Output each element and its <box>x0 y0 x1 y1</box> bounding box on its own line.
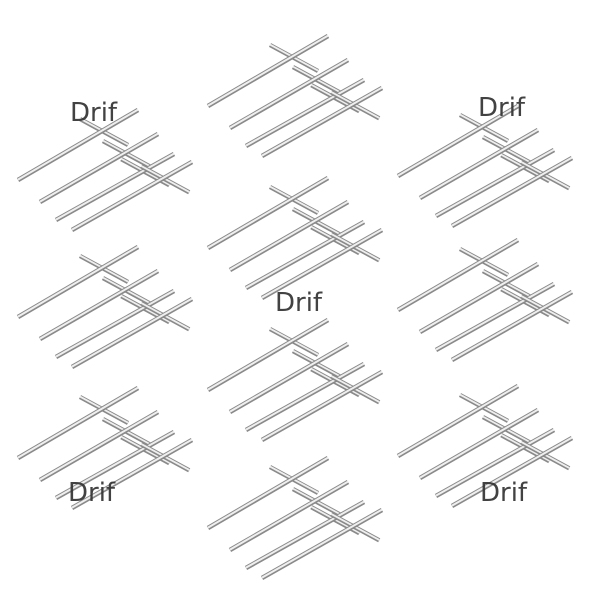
t-rod-group <box>206 456 384 581</box>
t-rod-shaft <box>418 128 540 200</box>
t-rod-shaft <box>206 456 330 530</box>
t-rod-shaft <box>38 132 160 204</box>
t-rod-group <box>206 176 384 301</box>
t-rod-group <box>396 104 574 229</box>
t-rod-shaft <box>206 34 330 108</box>
t-rod-shaft <box>260 369 384 443</box>
t-rod-shaft <box>450 155 574 229</box>
t-rod-shaft <box>450 435 574 509</box>
t-rod-shaft <box>16 386 140 460</box>
t-rod-group <box>16 245 194 370</box>
t-rod-shaft <box>396 384 520 458</box>
t-rod-shaft <box>450 289 574 363</box>
t-rod-shaft <box>244 499 366 571</box>
t-rod-shaft <box>206 176 330 250</box>
t-rod-group <box>206 318 384 443</box>
t-rod-shaft <box>260 227 384 301</box>
t-rod-shaft <box>260 85 384 159</box>
t-rod-shaft <box>70 296 194 370</box>
t-rod-shaft <box>70 159 194 233</box>
watermark-top-left: Drif <box>70 98 118 128</box>
t-rod-shaft <box>418 408 540 480</box>
t-rod-shaft <box>244 219 366 291</box>
t-rod-shaft <box>70 437 194 511</box>
watermark-bottom-left: Drif <box>68 478 116 508</box>
t-rod-group <box>16 386 194 511</box>
t-rod-shaft <box>418 262 540 334</box>
t-rod-shaft <box>54 429 176 501</box>
t-rod-shaft <box>434 427 556 499</box>
t-rod-shaft <box>16 245 140 319</box>
t-rod-shaft <box>228 480 350 552</box>
t-rod-group <box>206 34 384 159</box>
watermark-bottom-right: Drif <box>480 478 528 508</box>
t-rod-shaft <box>38 269 160 341</box>
t-rod-shaft <box>228 58 350 130</box>
t-rod-shaft <box>244 77 366 149</box>
watermark-center: Drif <box>275 288 323 318</box>
t-rod-shaft <box>54 288 176 360</box>
t-rod-shaft <box>206 318 330 392</box>
t-rod-shaft <box>16 108 140 182</box>
t-rod-shaft <box>396 238 520 312</box>
t-rod-shaft <box>228 200 350 272</box>
t-rod-group <box>16 108 194 233</box>
t-rod-shaft <box>434 147 556 219</box>
t-rod-shaft <box>228 342 350 414</box>
watermark-top-right: Drif <box>478 93 526 123</box>
t-rod-group <box>396 238 574 363</box>
t-rod-shaft <box>244 361 366 433</box>
t-rod-shaft <box>396 104 520 178</box>
t-rod-shaft <box>38 410 160 482</box>
t-rod-shaft <box>260 507 384 581</box>
t-rod-group <box>396 384 574 509</box>
t-rod-shaft <box>434 281 556 353</box>
t-rod-shaft <box>54 151 176 223</box>
